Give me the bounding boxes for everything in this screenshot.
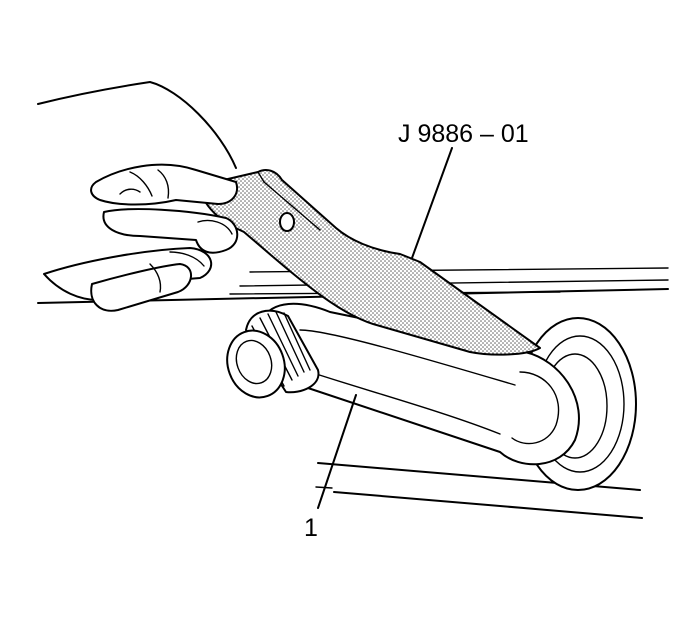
callout-part-1-label: 1 — [304, 514, 318, 542]
leader-line-tool — [411, 147, 453, 259]
callout-tool-label: J 9886 – 01 — [398, 120, 529, 148]
hand — [37, 81, 239, 312]
leader-line-part-1 — [317, 394, 357, 509]
knob-end-cap — [226, 329, 286, 399]
window-crank-handle — [226, 302, 637, 491]
tool-hole — [279, 212, 295, 232]
